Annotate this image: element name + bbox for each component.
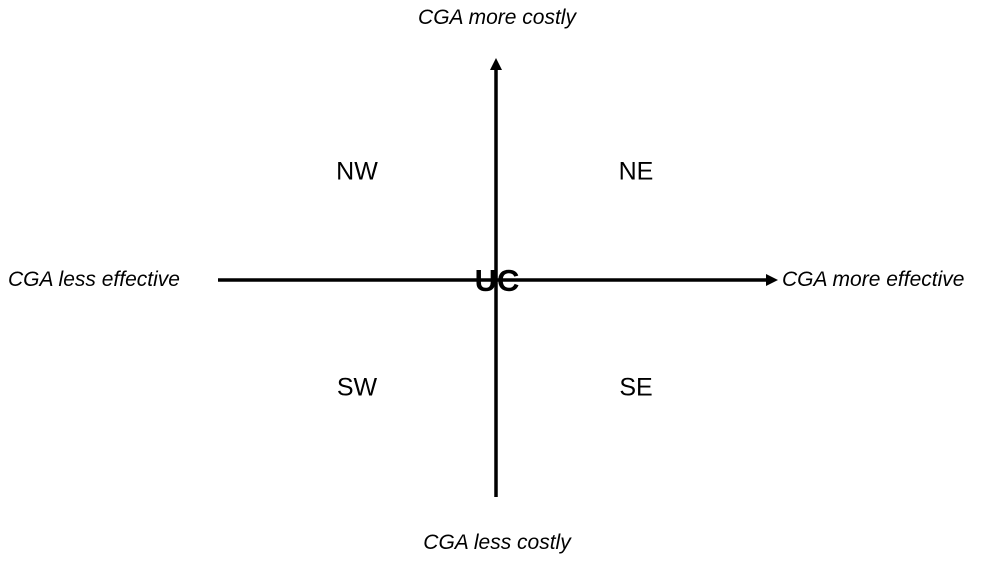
bottom-axis-label: CGA less costly (423, 531, 571, 554)
right-arrow-icon (766, 274, 778, 286)
left-axis-label: CGA less effective (8, 268, 180, 291)
up-arrow-icon (490, 58, 502, 70)
right-axis-label: CGA more effective (782, 268, 965, 291)
center-label: UC (474, 263, 520, 298)
quadrant-ne: NE (618, 157, 654, 186)
quadrant-se: SE (619, 373, 653, 402)
quadrant-nw: NW (336, 157, 378, 186)
top-axis-label: CGA more costly (418, 6, 576, 29)
quadrant-sw: SW (336, 373, 378, 402)
